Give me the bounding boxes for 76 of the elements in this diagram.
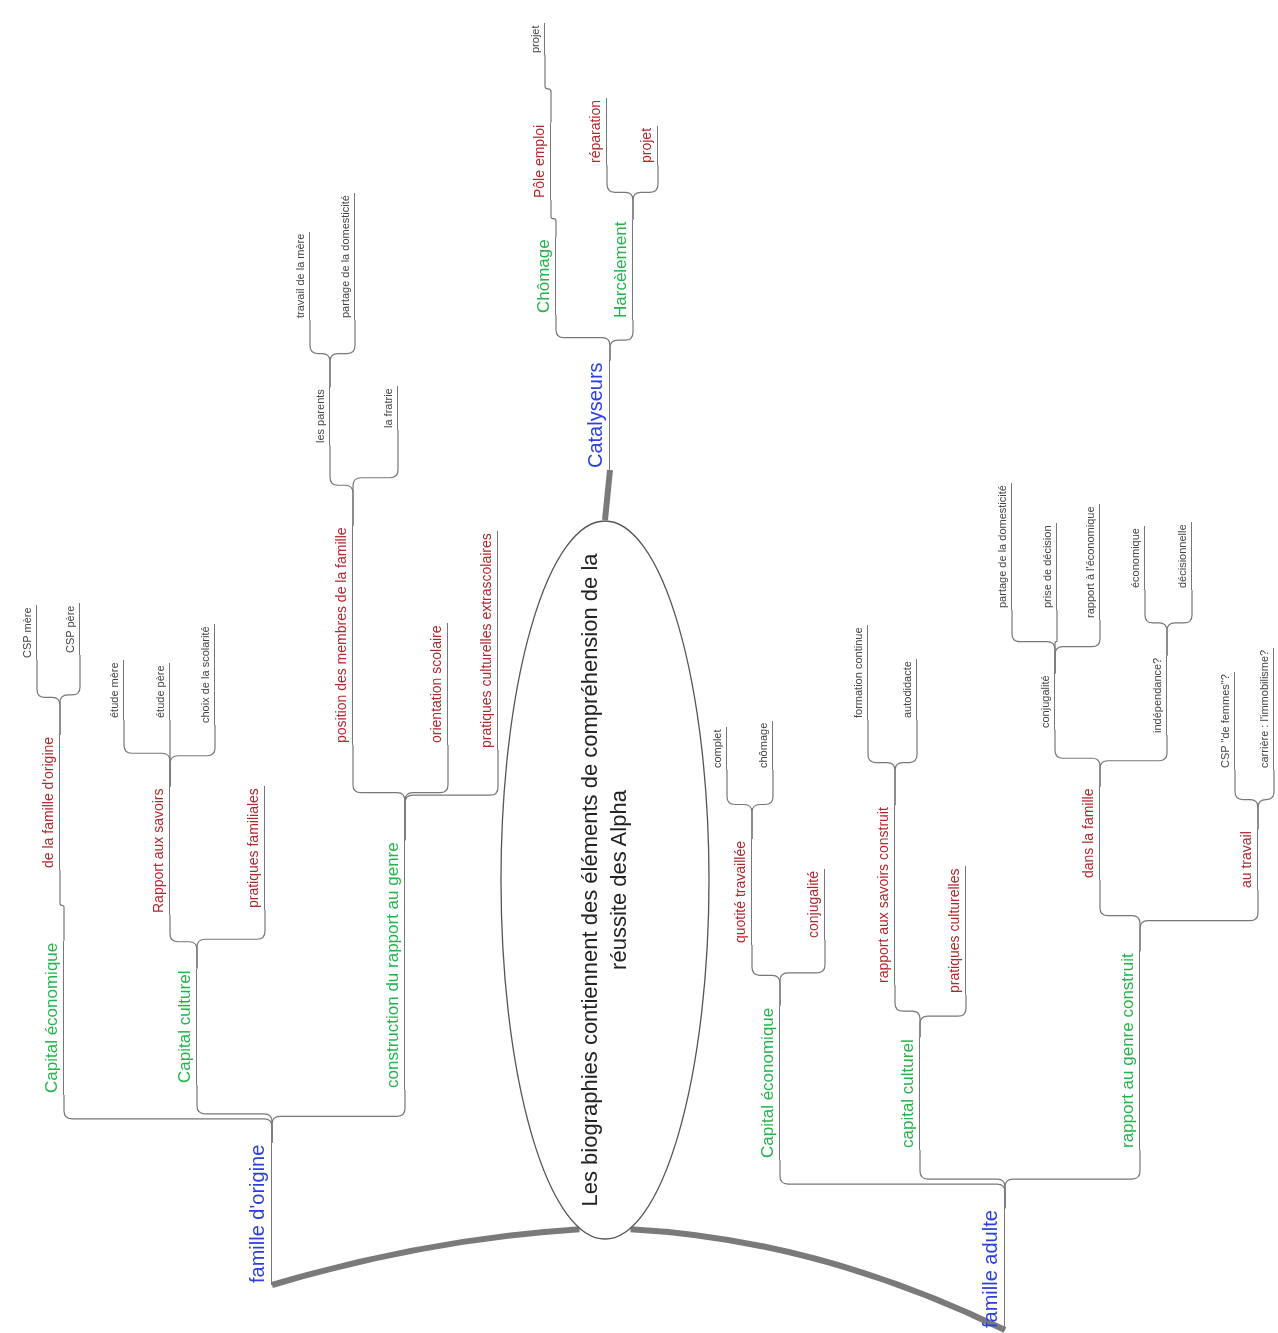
branch-label: prise de décision	[1041, 523, 1057, 610]
branch-label: CSP "de femmes"?	[1219, 672, 1235, 770]
branch-connector	[779, 939, 826, 1007]
branch-connector	[609, 319, 634, 361]
main-branch-connector	[271, 1226, 580, 1288]
branch-connector	[59, 869, 65, 942]
branch-label: construction du rapport au genre	[382, 840, 405, 1090]
branch-connector	[329, 319, 356, 388]
branch-label: CSP père	[64, 603, 80, 655]
branch-label: indépendance?	[1151, 655, 1167, 735]
branch-connector	[550, 199, 557, 238]
branch-connector	[352, 429, 399, 527]
branch-label: formation continue	[852, 625, 868, 720]
branch-label: chômage	[757, 720, 773, 770]
branch-label: quotité travaillée	[732, 839, 752, 945]
branch-connector	[1257, 769, 1275, 830]
branch-label: dans la famille	[1080, 786, 1100, 880]
branch-label: les parents	[314, 387, 330, 445]
main-branch-connector	[630, 1226, 1007, 1333]
branch-label: conjugalité	[1039, 673, 1055, 730]
branch-label: rapport à l'économique	[1084, 504, 1100, 620]
branch-label: décisionnelle	[1176, 522, 1192, 590]
branch-label: étude père	[154, 663, 170, 720]
branch-label: pratiques familiales	[245, 786, 265, 910]
branch-connector	[1099, 734, 1168, 788]
branch-label: Chômage	[533, 237, 556, 315]
central-topic-text: Les biographies contiennent des éléments de compréhension de la réussite des Alpha	[576, 552, 632, 1209]
branch-label: Rapport aux savoirs	[150, 786, 170, 915]
branch-label: projet	[638, 125, 658, 165]
branch-label: complet	[711, 727, 727, 770]
branch-label: Pôle emploi	[531, 122, 551, 200]
branch-label: projet	[529, 23, 545, 55]
branch-label: au travail	[1238, 829, 1258, 890]
branch-connector	[1004, 1149, 1141, 1209]
branch-label: travail de la mère	[294, 231, 310, 320]
branch-label: Capital culturel	[174, 968, 197, 1085]
branch-connector	[271, 1089, 406, 1144]
branch-label: de la famille d'origine	[40, 734, 60, 870]
branch-label: économique	[1129, 526, 1145, 590]
branch-connector	[919, 994, 967, 1038]
main-branch-connector	[602, 469, 613, 521]
branch-label: carrière : l'immobilisme?	[1258, 647, 1274, 770]
branch-label: position des membres de la famille	[333, 525, 353, 745]
central-ellipse	[500, 520, 710, 1240]
branch-label: rapport aux savoirs construit	[875, 805, 895, 985]
branch-connector	[169, 724, 216, 788]
branch-label: pratiques culturelles	[946, 866, 966, 995]
branch-label: orientation scolaire	[428, 623, 448, 745]
branch-connector	[751, 769, 774, 840]
branch-label: Catalyseurs	[583, 360, 610, 470]
branch-connector	[1054, 619, 1101, 674]
branch-connector	[894, 719, 918, 806]
branch-connector	[1139, 889, 1259, 952]
branch-connector	[404, 749, 499, 841]
branch-label: Capital économique	[41, 940, 64, 1095]
branch-label: autodidacte	[901, 659, 917, 720]
branch-label: réparation	[587, 97, 607, 165]
branch-connector	[196, 909, 266, 970]
branch-label: étude mère	[108, 660, 124, 720]
branch-label: choix de la scolarité	[199, 624, 215, 725]
branch-label: partage de la domesticité	[339, 193, 355, 320]
branch-label: famille d'origine	[245, 1142, 272, 1285]
branch-label: CSP mère	[21, 605, 37, 660]
branch-label: Harcèlement	[610, 219, 633, 320]
branch-label: famille adulte	[978, 1208, 1005, 1330]
branch-label: capital culturel	[897, 1037, 920, 1150]
branch-label: rapport au genre construit	[1117, 951, 1140, 1150]
branch-connector	[1166, 589, 1193, 657]
branch-label: Capital économique	[757, 1005, 780, 1160]
branch-label: conjugalité	[805, 869, 825, 940]
branch-label: partage de la domesticité	[996, 483, 1012, 610]
branch-connector	[59, 654, 81, 736]
branch-label: pratiques culturelles extrascolaires	[478, 531, 498, 750]
branch-connector	[632, 164, 659, 221]
branch-label: la fratrie	[382, 386, 398, 430]
branch-connector	[544, 54, 552, 124]
